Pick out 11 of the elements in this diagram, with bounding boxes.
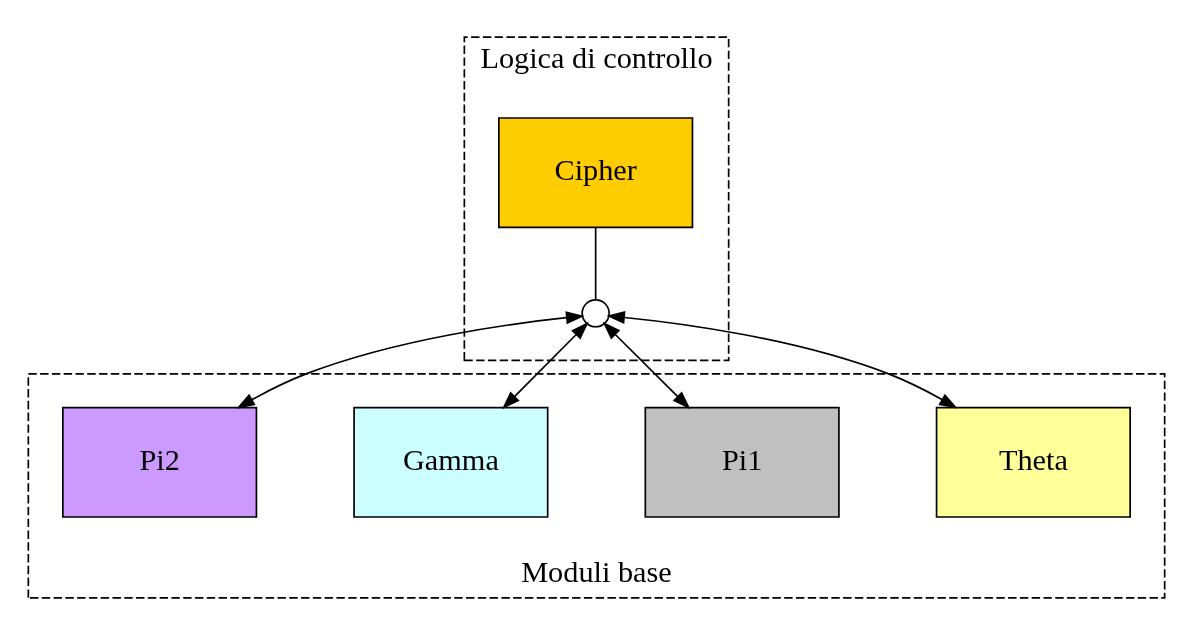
node-circle <box>581 299 610 328</box>
node-box: Gamma <box>353 406 549 518</box>
arrow <box>606 311 958 409</box>
arrow <box>602 321 691 410</box>
node-box: Cipher <box>498 117 694 229</box>
node-box: Theta <box>935 406 1131 518</box>
node-box: Pi1 <box>644 406 840 518</box>
node-box: Pi2 <box>62 406 258 518</box>
connector <box>594 227 597 301</box>
arrow <box>501 321 589 410</box>
arrow <box>236 311 585 409</box>
